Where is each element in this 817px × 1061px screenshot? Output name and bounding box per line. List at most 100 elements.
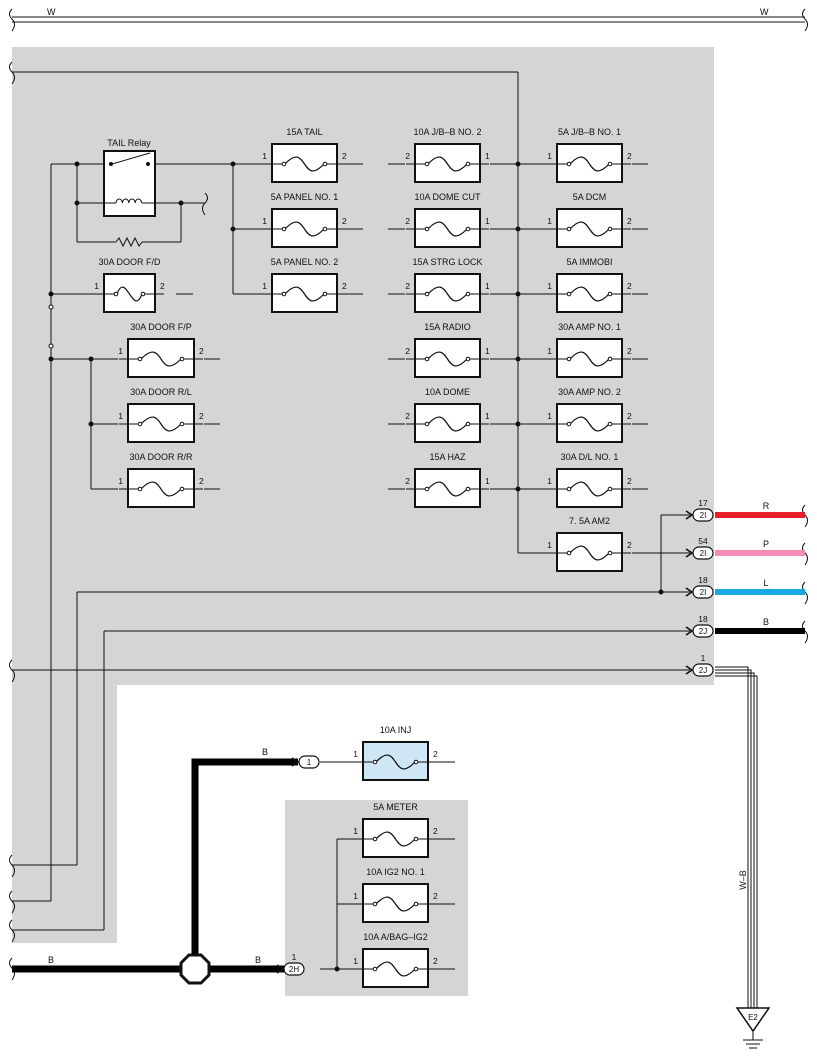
fuse-label: 30A DOOR F/D bbox=[98, 257, 161, 267]
fuse-element-icon bbox=[375, 754, 416, 770]
fuse-pin-right: 2 bbox=[199, 346, 204, 356]
fuse-pin-right: 2 bbox=[199, 411, 204, 421]
fuse-label: 5A METER bbox=[373, 802, 418, 812]
connector-id: 1 bbox=[307, 758, 312, 767]
fuse-pin-right: 2 bbox=[342, 281, 347, 291]
fuse-pin-right: 1 bbox=[485, 151, 490, 161]
fuse-pin-right: 2 bbox=[433, 749, 438, 759]
connector-c-inj: 1 bbox=[291, 755, 320, 769]
fuse-label: 30A AMP NO. 1 bbox=[558, 322, 621, 332]
fuse-pin-left: 2 bbox=[405, 151, 410, 161]
fuse-pin-right: 2 bbox=[160, 281, 165, 291]
ground-label: E2 bbox=[748, 1013, 758, 1022]
fuse-pin-left: 1 bbox=[547, 346, 552, 356]
fuse-label: 5A J/B–B NO. 1 bbox=[558, 127, 621, 137]
inj-feed-color: B bbox=[262, 747, 268, 757]
fuse-pin-right: 1 bbox=[485, 216, 490, 226]
connector-pin: 18 bbox=[698, 614, 708, 624]
fuse-pin-right: 2 bbox=[433, 956, 438, 966]
connector-c2h: 2H1 bbox=[276, 952, 305, 976]
fuse-pin-left: 1 bbox=[118, 411, 123, 421]
fuse-label: 30A D/L NO. 1 bbox=[561, 452, 619, 462]
fuse-pin-right: 2 bbox=[433, 891, 438, 901]
bottom-mid-color: B bbox=[255, 955, 261, 965]
fuse-pin-left: 1 bbox=[547, 216, 552, 226]
fuse-element-icon bbox=[140, 481, 182, 497]
fuse-pin-right: 2 bbox=[342, 216, 347, 226]
fuse-element-icon bbox=[427, 286, 468, 302]
connector-pin: 1 bbox=[292, 952, 297, 962]
fuse-label: 10A DOME bbox=[425, 387, 470, 397]
fuse-element-icon bbox=[116, 286, 143, 302]
fuse-label: 15A RADIO bbox=[424, 322, 471, 332]
fuse-label: 15A TAIL bbox=[286, 127, 322, 137]
fuse-pin-left: 1 bbox=[353, 891, 358, 901]
fuse-element-icon bbox=[375, 896, 416, 912]
relay-label: TAIL Relay bbox=[107, 138, 151, 148]
fuse-label: 30A DOOR R/L bbox=[130, 387, 192, 397]
connector-pin: 18 bbox=[698, 575, 708, 585]
wire-color-r: R bbox=[763, 501, 770, 511]
connector-id: 2I bbox=[700, 511, 707, 520]
fuse-element-icon bbox=[427, 156, 468, 172]
top-wire-color-right: W bbox=[760, 7, 769, 17]
junction-block-panel bbox=[12, 47, 714, 943]
wire-color-p: P bbox=[763, 539, 769, 549]
fuse-pin-right: 2 bbox=[627, 540, 632, 550]
fuse-label: 30A AMP NO. 2 bbox=[558, 387, 621, 397]
resistor-icon bbox=[115, 236, 143, 248]
fuse-element-icon bbox=[284, 286, 325, 302]
fuse-element-icon bbox=[569, 481, 610, 497]
connector-id: 2J bbox=[699, 666, 707, 675]
connector-c1: 2J1 bbox=[685, 653, 714, 677]
fuse-label: 7. 5A AM2 bbox=[569, 516, 610, 526]
fuse-pin-right: 1 bbox=[485, 281, 490, 291]
fuse-pin-right: 1 bbox=[485, 411, 490, 421]
fuse-element-icon bbox=[569, 416, 610, 432]
ground-wire-label: W–B bbox=[738, 870, 748, 890]
fuse-label: 5A PANEL NO. 1 bbox=[271, 192, 339, 202]
fuse-label: 5A PANEL NO. 2 bbox=[271, 257, 339, 267]
fuse-element-icon bbox=[569, 545, 610, 561]
connector-id: 2H bbox=[289, 965, 299, 974]
fuse-element-icon bbox=[140, 351, 182, 367]
fuse-label: 30A DOOR R/R bbox=[129, 452, 193, 462]
fuse-pin-left: 1 bbox=[262, 281, 267, 291]
fuse-pin-left: 1 bbox=[353, 826, 358, 836]
fuse-pin-left: 1 bbox=[547, 281, 552, 291]
fuse-pin-left: 1 bbox=[118, 346, 123, 356]
fuse-haz: 15A HAZ 2 1 bbox=[405, 452, 490, 508]
fuse-pin-right: 2 bbox=[627, 151, 632, 161]
fuse-pin-left: 1 bbox=[353, 749, 358, 759]
fuse-pin-right: 1 bbox=[485, 346, 490, 356]
fuse-door-rl: 30A DOOR R/L 1 2 bbox=[118, 387, 204, 443]
bottom-left-color: B bbox=[48, 955, 54, 965]
junction-dots bbox=[48, 161, 664, 972]
fuse-pin-left: 1 bbox=[547, 411, 552, 421]
fuse-element-icon bbox=[427, 221, 468, 237]
fuse-pin-right: 1 bbox=[485, 476, 490, 486]
connector-id: 2J bbox=[699, 627, 707, 636]
connector-id: 2I bbox=[700, 549, 707, 558]
connector-pin: 17 bbox=[698, 498, 708, 508]
fuse-pin-left: 2 bbox=[405, 476, 410, 486]
fuse-label: 30A DOOR F/P bbox=[130, 322, 192, 332]
wire-color-l: L bbox=[763, 578, 768, 588]
fuse-label: 15A HAZ bbox=[429, 452, 466, 462]
fuse-label: 5A DCM bbox=[573, 192, 607, 202]
wire-color-b: B bbox=[763, 617, 769, 627]
